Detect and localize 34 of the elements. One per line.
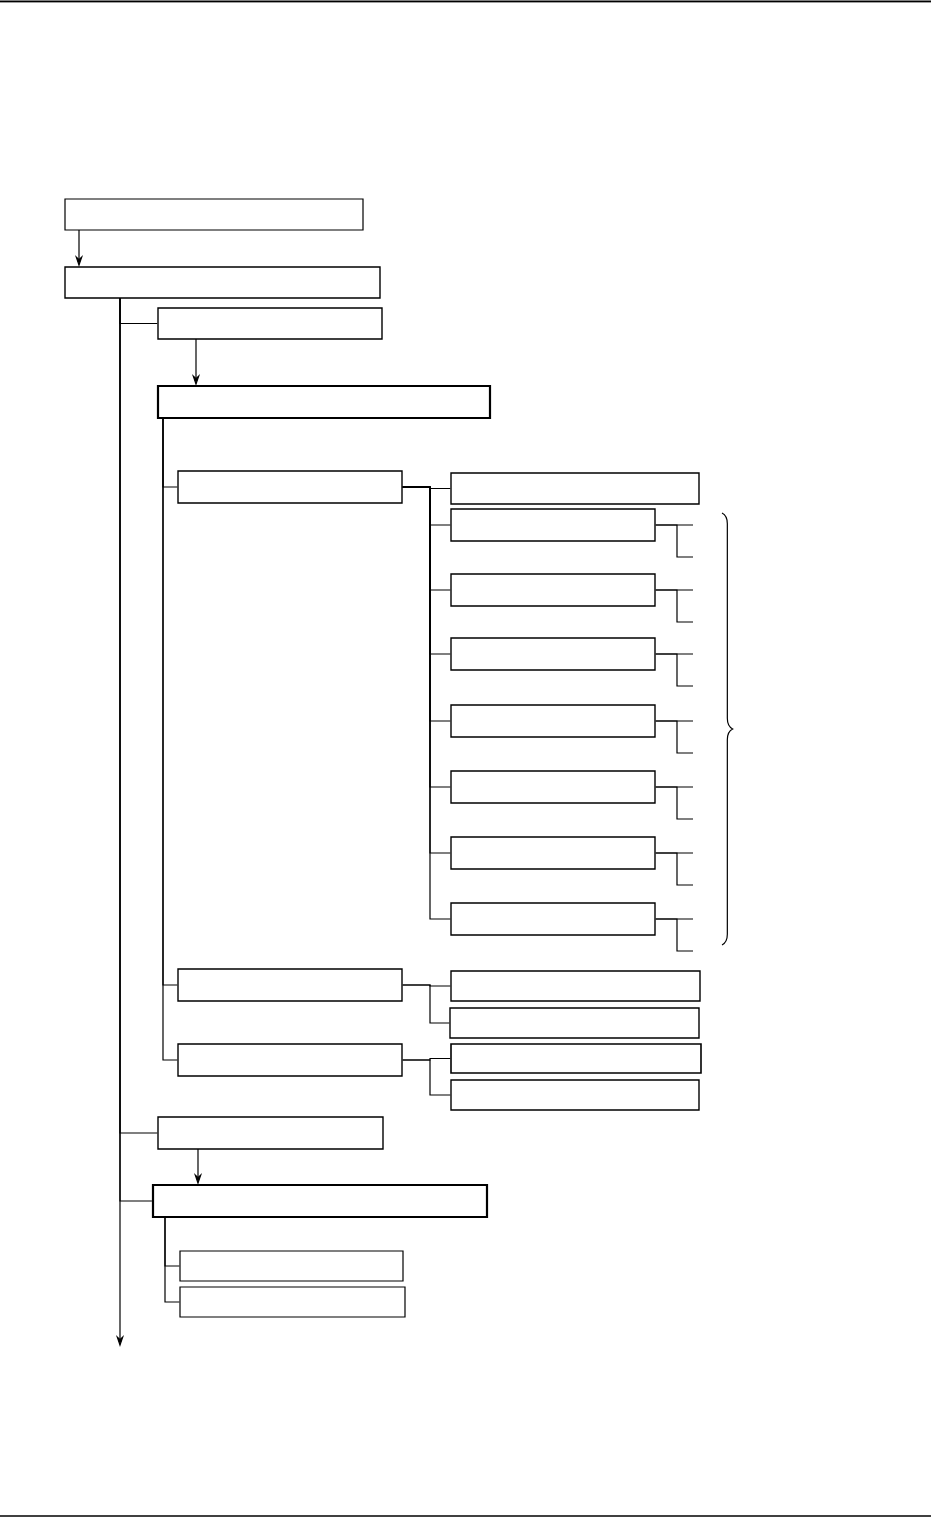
empty-box — [177, 1043, 403, 1077]
empty-box — [449, 1007, 700, 1039]
empty-box — [450, 836, 656, 870]
empty-box — [450, 637, 656, 671]
empty-box — [450, 770, 656, 804]
connector-line — [655, 786, 694, 820]
empty-box — [151, 1183, 489, 1219]
empty-box — [450, 573, 656, 607]
connector-line — [402, 984, 450, 1024]
empty-box — [450, 1079, 700, 1111]
empty-box — [179, 1250, 404, 1282]
connector-line — [402, 486, 451, 920]
empty-box — [450, 1043, 702, 1074]
connector-line — [655, 720, 694, 754]
empty-box — [450, 902, 656, 936]
connector-line — [655, 852, 694, 886]
empty-box — [450, 472, 700, 505]
empty-box — [156, 384, 492, 420]
connector-line — [655, 653, 694, 687]
empty-box — [177, 470, 403, 504]
empty-box — [179, 1286, 406, 1318]
empty-box — [157, 307, 383, 340]
empty-box — [450, 970, 701, 1002]
connector-line — [655, 589, 694, 623]
empty-box — [450, 508, 656, 542]
connector-line — [655, 524, 694, 558]
empty-box — [64, 266, 381, 299]
empty-box — [157, 1116, 384, 1150]
connector-line — [164, 1216, 180, 1303]
empty-box — [64, 198, 364, 231]
connector-line — [655, 918, 694, 952]
empty-box — [450, 704, 656, 738]
connector-line — [402, 1059, 451, 1096]
empty-box — [177, 968, 403, 1002]
